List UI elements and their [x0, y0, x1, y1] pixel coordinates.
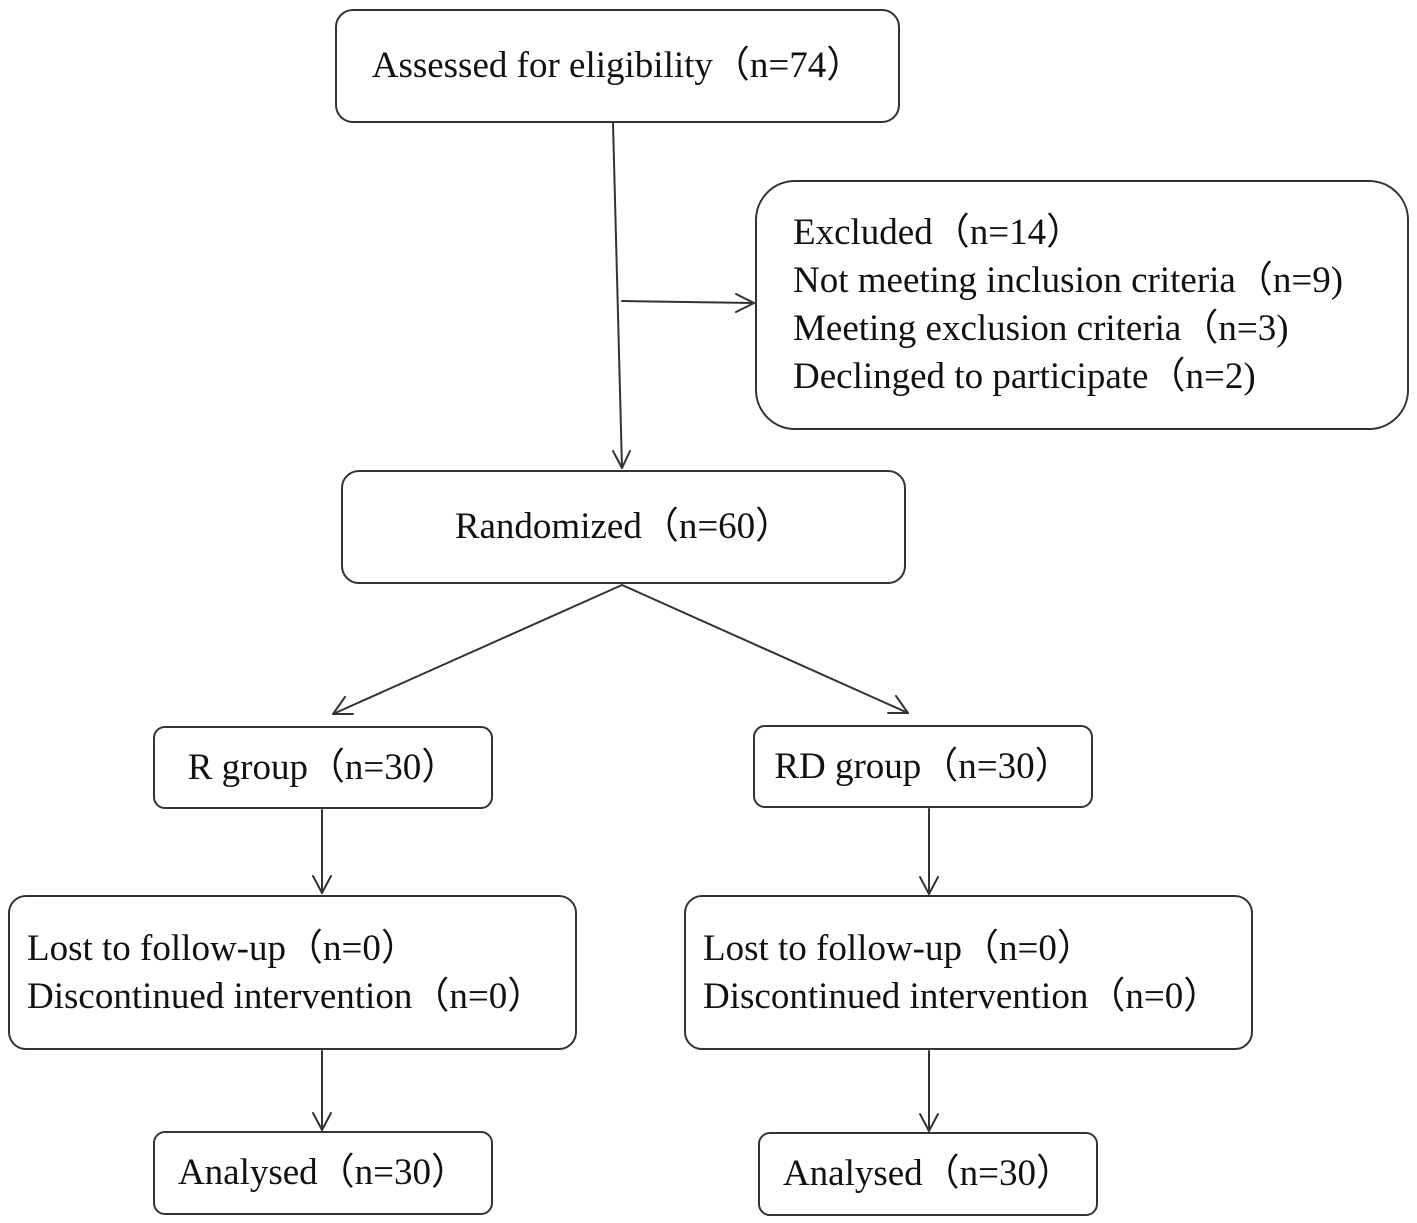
- arrowhead-rd-group: [887, 695, 909, 714]
- randomized-box: Randomized（n=60）: [341, 470, 906, 584]
- arrowhead-r-group: [332, 696, 354, 715]
- rd-discontinued-intervention: Discontinued intervention（n=0）: [703, 975, 1221, 1017]
- arrowhead-randomized: [612, 450, 631, 469]
- randomized-label: Randomized（n=60）: [454, 506, 793, 547]
- r-lost-to-followup: Lost to follow-up（n=0）: [27, 927, 418, 969]
- assessed-label: Assessed for eligibility（n=74）: [371, 45, 864, 86]
- rd-group-label: RD group（n=30）: [774, 745, 1072, 787]
- r-group-box: R group（n=30）: [153, 726, 493, 809]
- excluded-box: Excluded（n=14） Not meeting inclusion cri…: [755, 180, 1409, 430]
- r-group-followup-box: Lost to follow-up（n=0） Discontinued inte…: [8, 895, 577, 1050]
- arrowhead-rd-followup: [919, 876, 939, 895]
- r-analysed-label: Analysed（n=30）: [177, 1152, 469, 1193]
- arrow-randomized-to-r-group: [332, 584, 623, 715]
- arrow-randomized-to-rd-group: [621, 584, 909, 714]
- arrow-assessed-to-randomized: [612, 122, 623, 469]
- excluded-exclusion-criteria: Meeting exclusion criteria（n=3): [793, 308, 1289, 349]
- arrowhead-r-analysed: [312, 1112, 332, 1131]
- excluded-inclusion-criteria: Not meeting inclusion criteria（n=9): [793, 260, 1344, 301]
- rd-group-analysed-box: Analysed（n=30）: [758, 1132, 1098, 1216]
- rd-group-box: RD group（n=30）: [753, 725, 1093, 808]
- arrow-to-excluded: [621, 300, 755, 304]
- arrowhead-r-followup: [312, 875, 332, 894]
- rd-lost-to-followup: Lost to follow-up（n=0）: [703, 927, 1094, 969]
- r-group-analysed-box: Analysed（n=30）: [153, 1131, 493, 1215]
- excluded-declined: Declinged to participate（n=2): [793, 356, 1256, 397]
- excluded-total: Excluded（n=14）: [793, 212, 1084, 253]
- arrowhead-excluded: [735, 293, 755, 313]
- rd-analysed-label: Analysed（n=30）: [782, 1153, 1074, 1194]
- arrowhead-rd-analysed: [919, 1113, 939, 1132]
- r-discontinued-intervention: Discontinued intervention（n=0）: [27, 975, 545, 1017]
- rd-group-followup-box: Lost to follow-up（n=0） Discontinued inte…: [684, 895, 1253, 1050]
- r-group-label: R group（n=30）: [187, 746, 459, 788]
- assessed-for-eligibility-box: Assessed for eligibility（n=74）: [335, 9, 900, 123]
